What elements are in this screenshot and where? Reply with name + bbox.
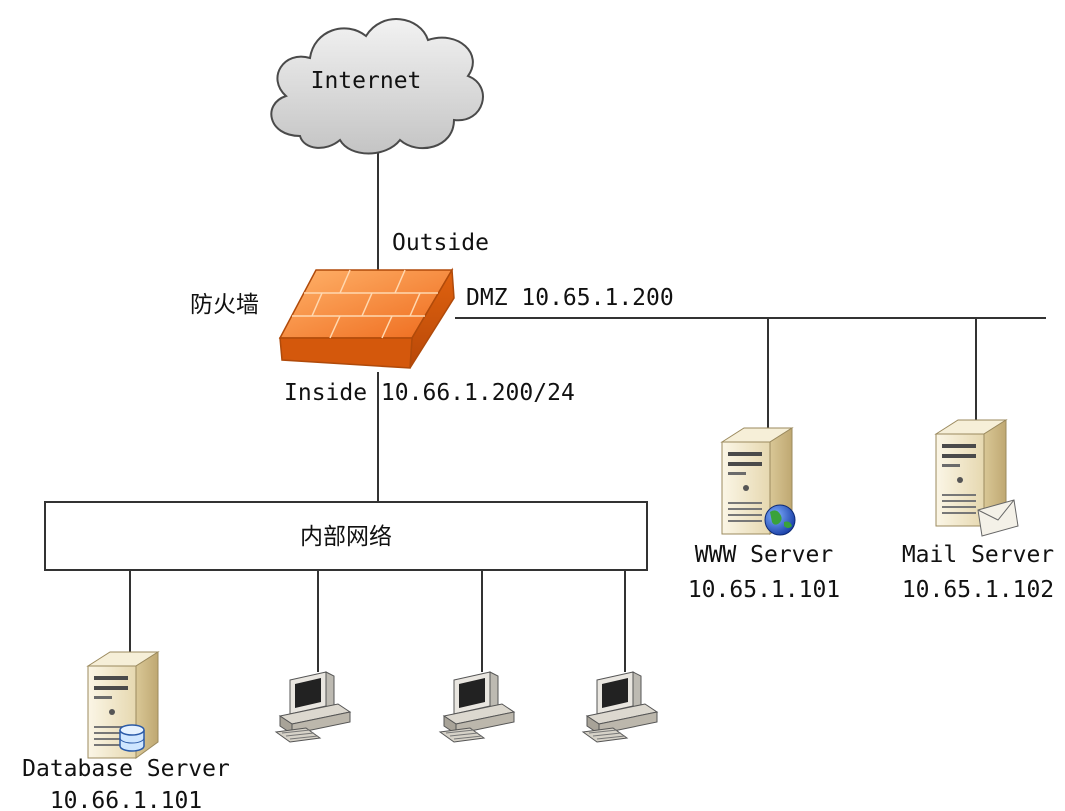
internet-label: Internet — [311, 68, 422, 94]
mail-server-node: Mail Server 10.65.1.102 — [902, 419, 1054, 603]
internet-node: Internet — [270, 18, 484, 155]
outside-interface-label: Outside — [392, 230, 489, 256]
internal-network-node: 内部网络 — [44, 501, 648, 571]
www-server-name: WWW Server — [695, 542, 833, 568]
envelope-icon — [977, 499, 1019, 537]
internal-network-box — [44, 501, 648, 571]
inside-interface-label: Inside 10.66.1.200/24 — [284, 380, 575, 406]
www-server-ip: 10.65.1.101 — [688, 577, 840, 603]
database-server-ip: 10.66.1.101 — [50, 788, 202, 811]
mail-server-name: Mail Server — [902, 542, 1054, 568]
workstation-icon — [582, 671, 658, 743]
connection-lines — [129, 150, 1046, 672]
globe-icon — [764, 504, 796, 536]
database-server-node: Database Server 10.66.1.101 — [22, 651, 230, 811]
cloud-icon — [270, 18, 484, 155]
firewall-node: 防火墙 — [190, 267, 455, 369]
firewall-label: 防火墙 — [190, 292, 259, 318]
workstation-icon — [439, 671, 515, 743]
database-server-name: Database Server — [22, 756, 230, 782]
firewall-icon — [278, 267, 455, 369]
database-icon — [119, 724, 145, 752]
internal-network-label: 内部网络 — [300, 524, 392, 550]
mail-server-ip: 10.65.1.102 — [902, 577, 1054, 603]
workstation-icon — [275, 671, 351, 743]
www-server-node: WWW Server 10.65.1.101 — [688, 427, 840, 603]
dmz-interface-label: DMZ 10.65.1.200 — [466, 285, 674, 311]
